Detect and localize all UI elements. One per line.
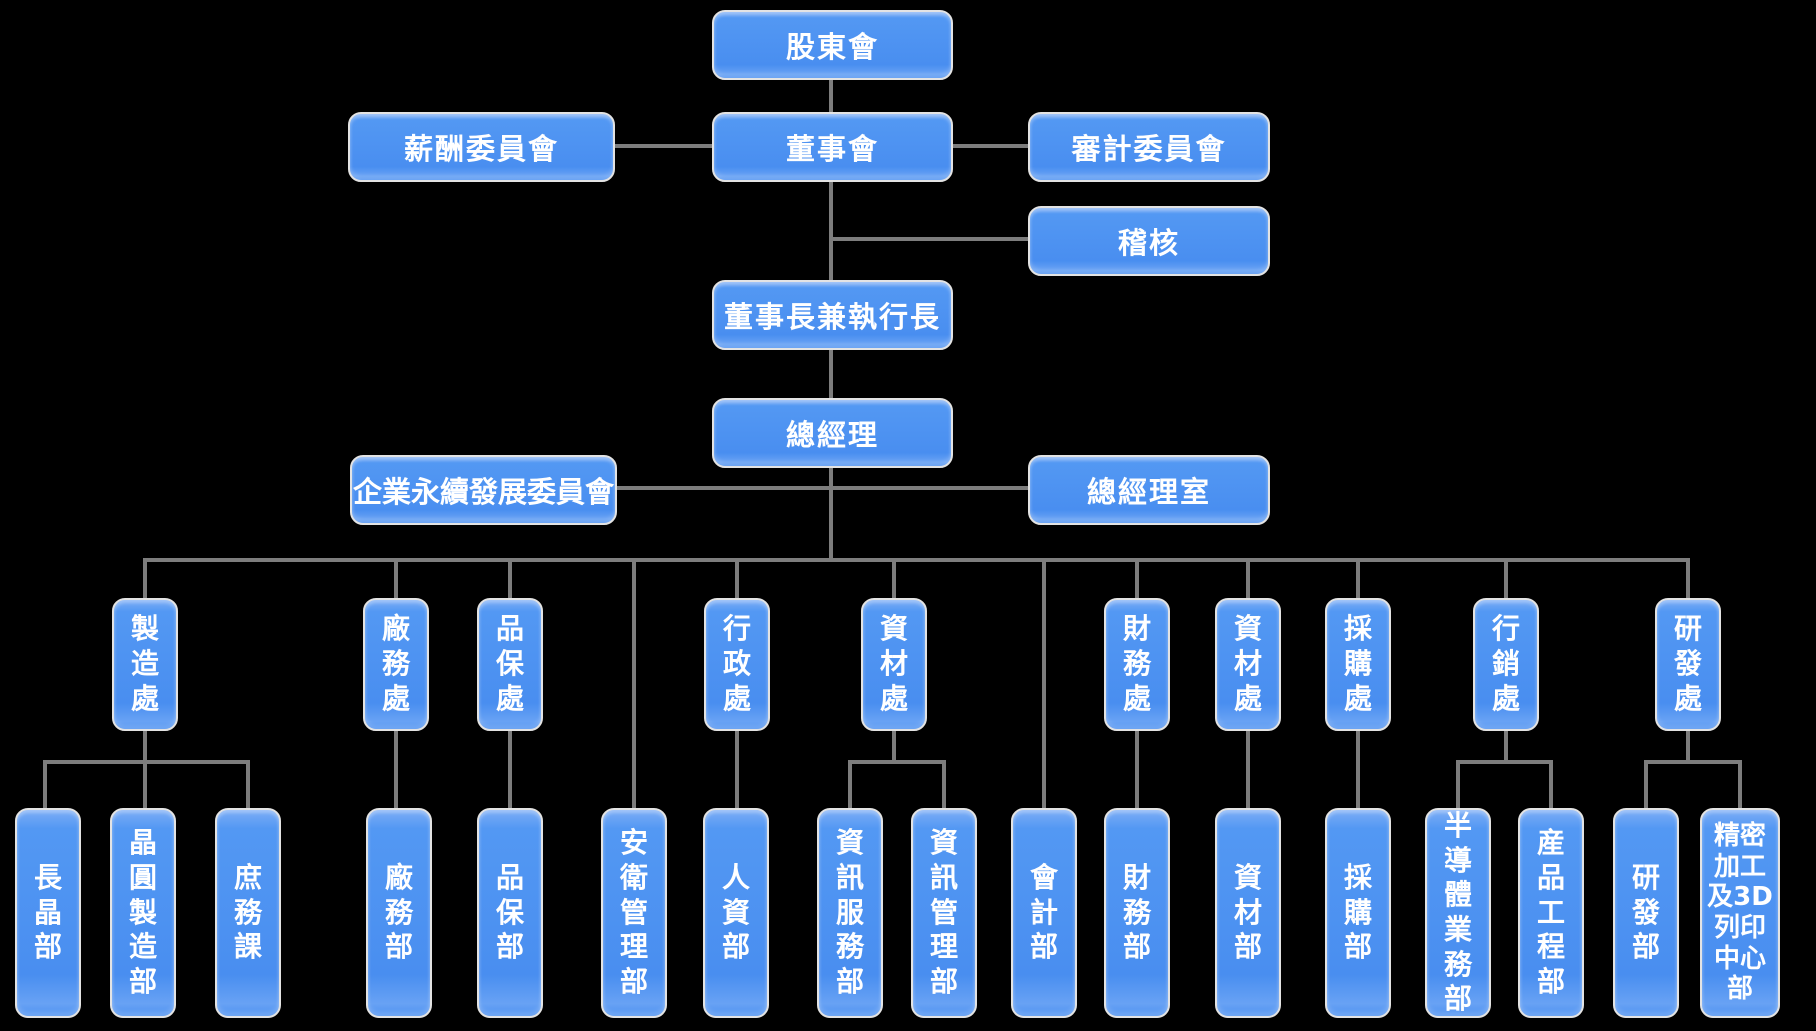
node-precision-machining-3d-printing-center-dept: 精密 加工 及3D 列印 中心 部	[1700, 808, 1780, 1018]
connector	[1644, 760, 1742, 764]
connector	[615, 144, 712, 148]
connector	[246, 760, 250, 808]
node-chairman-ceo: 董事長兼執行長	[712, 280, 953, 350]
connector	[1686, 731, 1690, 764]
connector	[143, 760, 147, 808]
connector	[1456, 760, 1553, 764]
node-product-engineering-dept: 産 品 工 程 部	[1518, 808, 1584, 1018]
connector	[632, 558, 636, 808]
node-rd-division: 研 發 處	[1655, 598, 1721, 731]
node-materials-dept: 資 材 部	[1215, 808, 1281, 1018]
connector	[394, 731, 398, 808]
connector	[1246, 731, 1250, 808]
connector	[1504, 731, 1508, 764]
connector	[1686, 558, 1690, 598]
connector	[892, 731, 896, 764]
connector	[617, 486, 1028, 490]
connector	[143, 731, 147, 764]
connector	[1042, 558, 1046, 808]
node-finance-dept: 財 務 部	[1104, 808, 1170, 1018]
connector	[143, 558, 147, 598]
node-rd-dept: 研 發 部	[1613, 808, 1679, 1018]
connector	[1135, 731, 1139, 808]
connector	[394, 558, 398, 598]
connector	[829, 468, 833, 562]
connector	[1644, 760, 1648, 808]
connector	[1456, 760, 1460, 808]
node-general-manager: 總經理	[712, 398, 953, 468]
connector	[1246, 558, 1250, 598]
connector	[892, 558, 896, 598]
connector	[1356, 558, 1360, 598]
connector	[953, 144, 1028, 148]
node-safety-health-management-dept: 安 衛 管 理 部	[601, 808, 667, 1018]
node-compensation-committee: 薪酬委員會	[348, 112, 615, 182]
node-wafer-manufacturing-dept: 晶 圓 製 造 部	[110, 808, 176, 1018]
node-qa-dept: 品 保 部	[477, 808, 543, 1018]
node-facility-division: 廠 務 處	[363, 598, 429, 731]
node-audit-committee: 審計委員會	[1028, 112, 1270, 182]
node-semiconductor-sales-dept: 半 導 體 業 務 部	[1425, 808, 1491, 1018]
node-accounting-dept: 會 計 部	[1011, 808, 1077, 1018]
connector	[508, 731, 512, 808]
node-board-of-directors: 董事會	[712, 112, 953, 182]
node-general-affairs-section: 庶 務 課	[215, 808, 281, 1018]
connector	[942, 760, 946, 808]
connector	[829, 237, 1028, 241]
node-facility-dept: 廠 務 部	[366, 808, 432, 1018]
node-materials-division-2: 資 材 處	[1215, 598, 1281, 731]
node-marketing-division: 行 銷 處	[1473, 598, 1539, 731]
connector	[848, 760, 946, 764]
node-sustainability-committee: 企業永續發展委員會	[350, 455, 617, 525]
connector	[829, 182, 833, 280]
node-finance-division: 財 務 處	[1104, 598, 1170, 731]
connector	[1738, 760, 1742, 808]
node-manufacturing-division: 製 造 處	[112, 598, 178, 731]
node-it-service-dept: 資 訊 服 務 部	[817, 808, 883, 1018]
connector	[735, 558, 739, 598]
node-procurement-dept: 採 購 部	[1325, 808, 1391, 1018]
connector	[43, 760, 47, 808]
node-shareholders-meeting: 股東會	[712, 10, 953, 80]
connector	[1504, 558, 1508, 598]
node-it-management-dept: 資 訊 管 理 部	[911, 808, 977, 1018]
connector	[848, 760, 852, 808]
node-hr-dept: 人 資 部	[703, 808, 769, 1018]
node-qa-division: 品 保 處	[477, 598, 543, 731]
connector	[508, 558, 512, 598]
node-procurement-division: 採 購 處	[1325, 598, 1391, 731]
connector	[735, 731, 739, 808]
connector	[829, 350, 833, 398]
node-admin-division: 行 政 處	[704, 598, 770, 731]
connector	[1356, 731, 1360, 808]
node-internal-audit: 稽核	[1028, 206, 1270, 276]
connector	[1549, 760, 1553, 808]
connector	[829, 80, 833, 114]
node-crystal-growth-dept: 長 晶 部	[15, 808, 81, 1018]
connector	[143, 558, 1690, 562]
node-general-manager-office: 總經理室	[1028, 455, 1270, 525]
node-materials-division-1: 資 材 處	[861, 598, 927, 731]
connector	[1135, 558, 1139, 598]
